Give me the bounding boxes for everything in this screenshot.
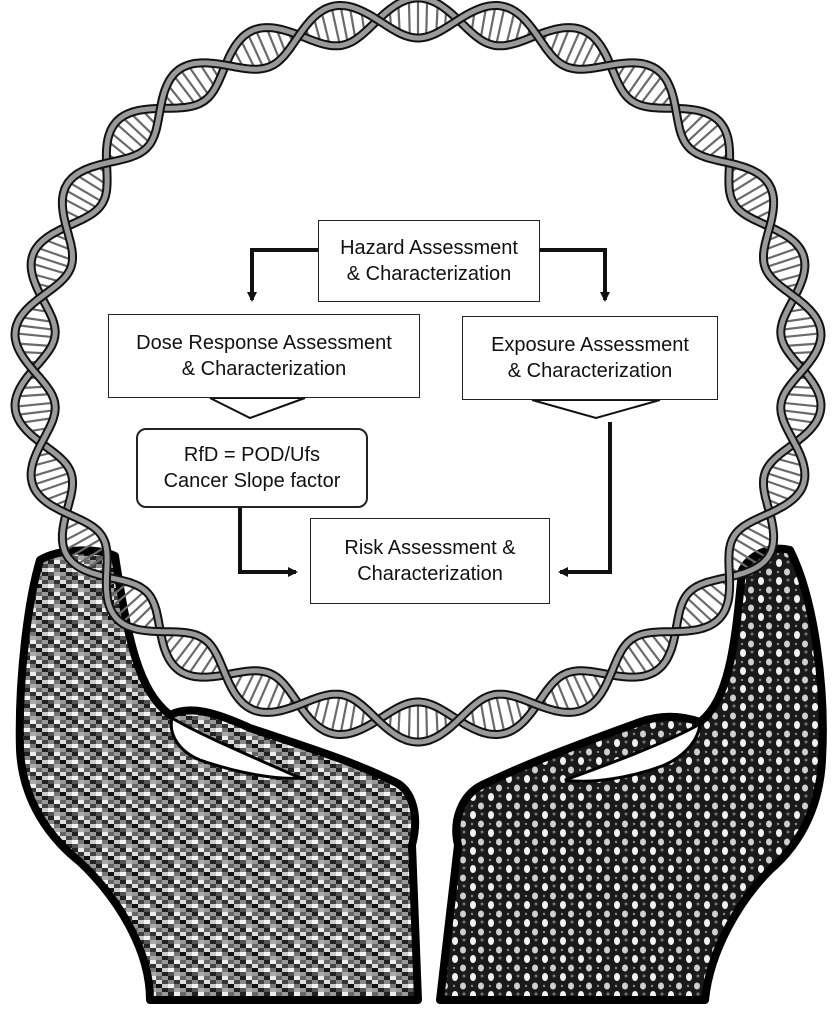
base-pair-rung bbox=[173, 635, 196, 665]
base-pair-rung bbox=[331, 694, 340, 733]
rfd-box: RfD = POD/Ufs Cancer Slope factor bbox=[136, 428, 368, 508]
base-pair-rung bbox=[496, 7, 505, 46]
base-pair-rung bbox=[426, 703, 427, 741]
base-pair-rung bbox=[633, 639, 657, 671]
base-pair-rung bbox=[488, 696, 496, 734]
risk-assessment-line1: Risk Assessment & bbox=[311, 535, 549, 561]
base-pair-rung bbox=[340, 696, 348, 734]
base-pair-rung bbox=[248, 672, 264, 707]
base-pair-rung bbox=[426, 0, 427, 37]
left-hand bbox=[20, 550, 418, 1000]
base-pair-rung bbox=[76, 175, 106, 194]
base-pair-rung bbox=[180, 69, 204, 101]
base-pair-rung bbox=[409, 703, 410, 741]
base-pair-rung bbox=[699, 132, 726, 155]
base-pair-rung bbox=[331, 7, 340, 46]
base-pair-rung bbox=[15, 403, 55, 407]
exposure-assessment-box: Exposure Assessment & Characterization bbox=[462, 316, 718, 400]
hazard-assessment-line2: & Characterization bbox=[319, 261, 539, 287]
base-pair-rung bbox=[110, 132, 137, 155]
base-pair-rung bbox=[781, 325, 820, 330]
arrow-exposure-to-risk bbox=[560, 422, 610, 572]
base-pair-rung bbox=[640, 75, 663, 105]
base-pair-rung bbox=[738, 532, 772, 551]
base-pair-rung bbox=[781, 333, 821, 337]
base-pair-rung bbox=[180, 639, 204, 671]
dose-response-line1: Dose Response Assessment bbox=[109, 330, 419, 356]
base-pair-rung bbox=[188, 65, 210, 96]
dose-response-line2: & Characterization bbox=[109, 356, 419, 382]
dose-response-box: Dose Response Assessment & Characterizat… bbox=[108, 314, 420, 398]
base-pair-rung bbox=[188, 644, 210, 675]
exposure-assessment-line1: Exposure Assessment bbox=[463, 332, 717, 358]
base-pair-rung bbox=[496, 694, 505, 733]
base-pair-rung bbox=[409, 0, 410, 37]
base-pair-rung bbox=[730, 175, 760, 194]
base-pair-rung bbox=[781, 403, 821, 407]
arrow-hazard-to-exposure bbox=[540, 250, 605, 300]
base-pair-rung bbox=[627, 644, 649, 675]
hazard-assessment-line1: Hazard Assessment bbox=[319, 235, 539, 261]
base-pair-rung bbox=[122, 117, 150, 143]
risk-assessment-line2: Characterization bbox=[311, 561, 549, 587]
base-pair-rung bbox=[627, 65, 649, 96]
base-pair-rung bbox=[686, 597, 714, 623]
base-pair-rung bbox=[640, 635, 663, 665]
base-pair-rung bbox=[572, 33, 588, 68]
base-pair-rung bbox=[633, 69, 657, 101]
base-pair-rung bbox=[173, 75, 196, 105]
arrow-rfd-to-risk bbox=[240, 507, 296, 572]
base-pair-rung bbox=[488, 6, 496, 44]
base-pair-rung bbox=[69, 182, 103, 202]
base-pair-rung bbox=[17, 410, 56, 415]
base-pair-rung bbox=[572, 672, 588, 707]
hazard-assessment-box: Hazard Assessment & Characterization bbox=[318, 220, 540, 302]
base-pair-rung bbox=[781, 410, 820, 415]
risk-assessment-box: Risk Assessment & Characterization bbox=[310, 518, 550, 604]
base-pair-rung bbox=[691, 123, 721, 150]
base-pair-rung bbox=[699, 586, 726, 609]
base-pair-rung bbox=[248, 33, 264, 68]
base-pair-rung bbox=[65, 190, 99, 209]
base-pair-rung bbox=[738, 190, 772, 209]
dose-funnel-arrow bbox=[210, 398, 305, 418]
rfd-line2: Cancer Slope factor bbox=[138, 468, 366, 494]
base-pair-rung bbox=[17, 325, 56, 330]
base-pair-rung bbox=[15, 333, 55, 337]
base-pair-rung bbox=[733, 182, 767, 202]
arrow-hazard-to-dose bbox=[252, 250, 318, 300]
rfd-line1: RfD = POD/Ufs bbox=[138, 442, 366, 468]
exposure-funnel-arrow bbox=[532, 400, 660, 418]
base-pair-rung bbox=[691, 591, 721, 618]
base-pair-rung bbox=[116, 123, 146, 150]
base-pair-rung bbox=[686, 117, 714, 143]
exposure-assessment-line2: & Characterization bbox=[463, 358, 717, 384]
base-pair-rung bbox=[340, 6, 348, 44]
